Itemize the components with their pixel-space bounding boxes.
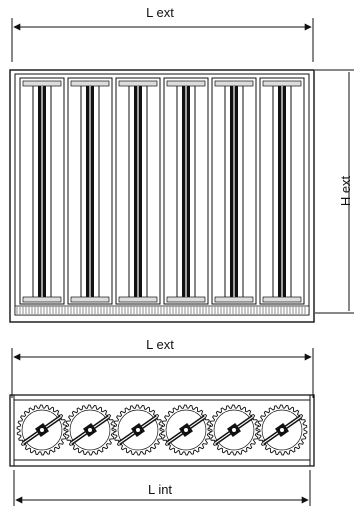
gears-group bbox=[16, 404, 308, 456]
bottom-width-label: L int bbox=[148, 482, 172, 497]
blades-group bbox=[19, 77, 305, 305]
blade bbox=[115, 77, 161, 305]
blade bbox=[19, 77, 65, 305]
section-view bbox=[9, 394, 315, 467]
right-height-label: H ext bbox=[338, 175, 353, 206]
gear bbox=[112, 404, 164, 456]
mid-width-dimension: L ext bbox=[11, 337, 314, 398]
right-height-dimension: H ext bbox=[315, 69, 354, 314]
mid-width-label: L ext bbox=[146, 337, 174, 352]
gear bbox=[208, 404, 260, 456]
blade bbox=[211, 77, 257, 305]
bottom-hatch bbox=[16, 307, 306, 314]
gear bbox=[16, 404, 68, 456]
gear bbox=[160, 404, 212, 456]
blade bbox=[259, 77, 305, 305]
top-width-label: L ext bbox=[146, 5, 174, 20]
blade bbox=[67, 77, 113, 305]
gear bbox=[256, 404, 308, 456]
top-width-dimension: L ext bbox=[11, 5, 314, 62]
bottom-width-dimension: L int bbox=[13, 470, 311, 506]
blade bbox=[163, 77, 209, 305]
front-view bbox=[9, 69, 315, 323]
gear bbox=[64, 404, 116, 456]
outer-frame bbox=[9, 69, 315, 323]
bottom-strip bbox=[14, 305, 310, 316]
